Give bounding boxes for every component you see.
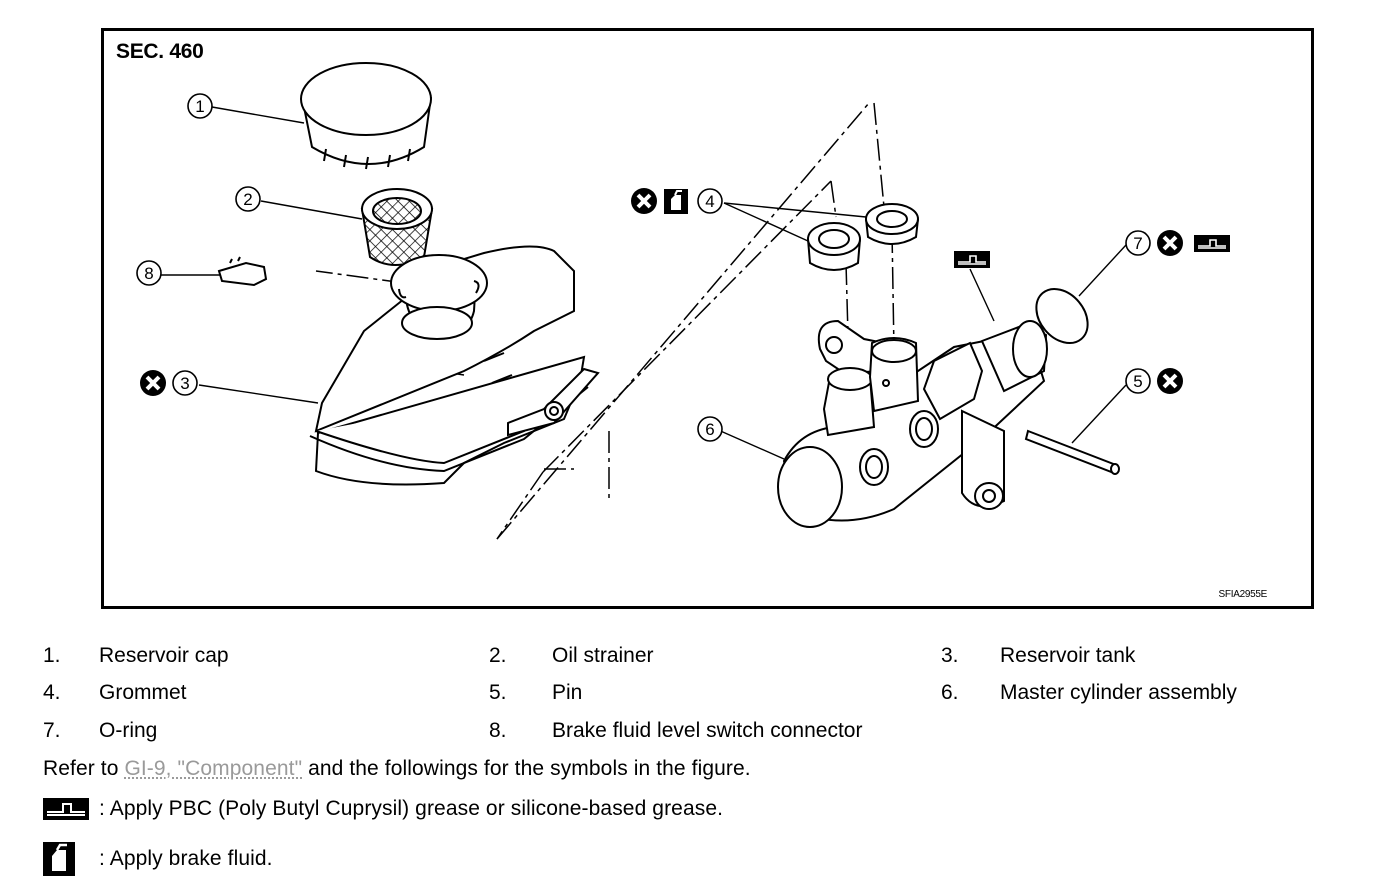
do-not-reuse-icon	[1155, 366, 1185, 396]
reservoir-tank-drawing	[309, 245, 600, 486]
section-label: SEC. 460	[116, 40, 204, 63]
reservoir-cap-drawing	[300, 62, 432, 170]
callout-2: 2	[243, 190, 252, 209]
callout-1: 1	[195, 97, 204, 116]
oil-strainer-drawing	[360, 188, 434, 266]
callout-3: 3	[180, 374, 189, 393]
refer-prefix: Refer to	[43, 757, 125, 780]
callout-4: 4	[705, 192, 714, 211]
legend-label: Reservoir tank	[1000, 644, 1136, 667]
legend-label: Brake fluid level switch connector	[552, 719, 863, 742]
grease-icon	[1194, 235, 1230, 252]
legend-number: 3.	[941, 644, 959, 667]
legend-number: 8.	[489, 719, 507, 742]
refer-line: Refer to GI-9, "Component" and the follo…	[43, 757, 751, 781]
do-not-reuse-icon	[629, 186, 659, 216]
brake-fluid-symbol-icon	[43, 842, 75, 881]
legend-number: 5.	[489, 681, 507, 704]
master-cylinder-drawing	[777, 319, 1048, 528]
exploded-view-figure: SEC. 460 SFIA2955E	[101, 28, 1314, 609]
grease-symbol-icon	[43, 798, 89, 825]
component-link[interactable]: GI-9, "Component"	[124, 757, 303, 780]
callout-7: 7	[1133, 234, 1142, 253]
brake-fluid-symbol-text: : Apply brake fluid.	[99, 847, 273, 870]
callout-5: 5	[1133, 372, 1142, 391]
brake-fluid-icon	[664, 189, 688, 214]
callout-6: 6	[705, 420, 714, 439]
pin-drawing	[1024, 429, 1120, 475]
legend-number: 4.	[43, 681, 61, 704]
grease-symbol-text: : Apply PBC (Poly Butyl Cuprysil) grease…	[99, 797, 724, 820]
legend-label: Pin	[552, 681, 583, 704]
legend-label: Oil strainer	[552, 644, 654, 667]
figure-id: SFIA2955E	[1218, 589, 1268, 600]
legend-number: 6.	[941, 681, 959, 704]
do-not-reuse-icon	[138, 368, 168, 398]
connector-drawing	[217, 256, 268, 287]
legend-label: Master cylinder assembly	[1000, 681, 1237, 704]
legend-number: 7.	[43, 719, 61, 742]
legend-number: 2.	[489, 644, 507, 667]
grommets-drawing	[807, 203, 919, 271]
callout-8: 8	[144, 264, 153, 283]
legend-label: Reservoir cap	[99, 644, 229, 667]
refer-suffix: and the followings for the symbols in th…	[302, 757, 751, 780]
legend-label: O-ring	[99, 719, 158, 742]
grease-icon	[954, 251, 990, 268]
do-not-reuse-icon	[1155, 228, 1185, 258]
component-drawing: 1 2 3 8 4 5 6 7	[136, 62, 1230, 540]
o-ring-drawing	[1035, 288, 1089, 344]
legend-number: 1.	[43, 644, 61, 667]
legend-label: Grommet	[99, 681, 187, 704]
